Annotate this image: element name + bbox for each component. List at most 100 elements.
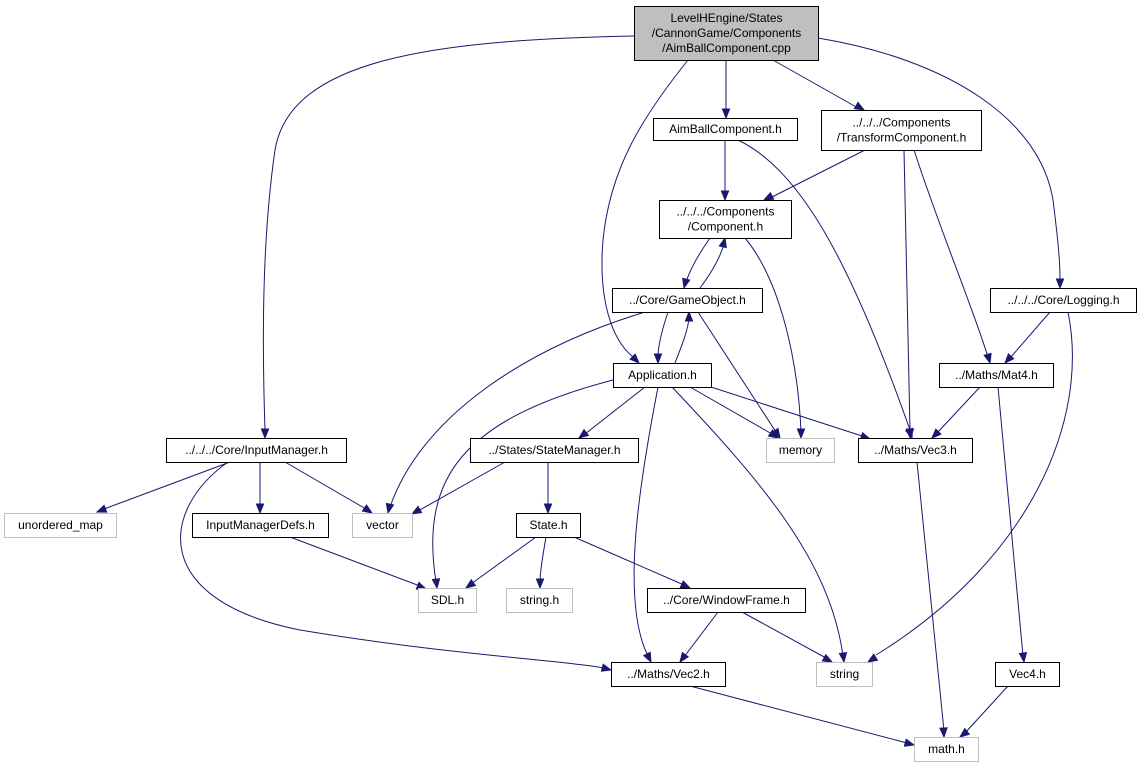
- edge-line: [689, 685, 908, 744]
- node-box: [166, 438, 347, 463]
- edge-inputmanager-h-to-vec2-h: [180, 461, 613, 672]
- edge-line: [685, 237, 711, 283]
- edge-line: [737, 139, 911, 431]
- edge-line: [683, 611, 719, 658]
- edge-arrowhead: [939, 727, 948, 739]
- edge-line: [432, 379, 614, 583]
- edge-aimball-h-to-component-h: [720, 140, 730, 202]
- node-label: ../../../Core/Logging.h: [1007, 293, 1119, 307]
- node-root[interactable]: LevelHEngine/States/CannonGame/Component…: [634, 6, 819, 61]
- edge-line: [103, 461, 231, 510]
- node-inputmanagerdefs-h[interactable]: InputManagerDefs.h: [192, 513, 329, 538]
- node-label: InputManagerDefs.h: [206, 518, 315, 532]
- edge-line: [964, 685, 1009, 734]
- node-label: AimBallComponent.h: [669, 122, 782, 136]
- node-vec3-h[interactable]: ../Maths/Vec3.h: [858, 438, 973, 463]
- node-sdl-h: SDL.h: [418, 588, 477, 613]
- node-box: [516, 513, 581, 538]
- node-logging-h[interactable]: ../../../Core/Logging.h: [990, 288, 1137, 313]
- edge-arrowhead: [958, 727, 971, 738]
- node-box: [613, 363, 712, 388]
- edge-arrowhead: [762, 191, 775, 201]
- edge-root-to-logging-h: [817, 37, 1065, 290]
- edge-arrowhead: [684, 310, 694, 322]
- edge-application-h-to-statemanager-h: [577, 386, 646, 439]
- node-label: State.h: [529, 518, 567, 532]
- edge-arrowhead: [642, 651, 652, 664]
- edge-inputmanager-h-to-inputmanagerdefs-h: [255, 462, 265, 515]
- edge-windowframe-h-to-string: [741, 611, 834, 663]
- node-box: [914, 737, 979, 762]
- node-box: [766, 438, 835, 463]
- node-state-h[interactable]: State.h: [516, 513, 581, 538]
- edge-logging-h-to-mat4-h: [1004, 311, 1051, 364]
- node-box: [612, 288, 763, 313]
- node-label: memory: [779, 443, 822, 457]
- edge-line: [601, 59, 689, 358]
- node-component-h[interactable]: ../../../Components/Component.h: [659, 200, 792, 239]
- node-statemanager-h[interactable]: ../States/StateManager.h: [470, 438, 639, 463]
- node-gameobject-h[interactable]: ../Core/GameObject.h: [612, 288, 763, 313]
- edge-application-h-to-memory: [689, 386, 780, 439]
- edge-transform-h-to-mat4-h: [913, 149, 992, 365]
- edge-windowframe-h-to-vec2-h: [679, 611, 719, 664]
- node-box: [418, 588, 477, 613]
- nodes-layer: LevelHEngine/States/CannonGame/Component…: [4, 6, 1137, 762]
- node-label: ../States/StateManager.h: [488, 443, 620, 457]
- node-transform-h[interactable]: ../../../Components/TransformComponent.h: [821, 110, 982, 151]
- node-label: ../../../Components: [676, 205, 774, 219]
- edge-transform-h-to-vec3-h: [903, 149, 915, 440]
- edge-logging-h-to-string: [866, 311, 1073, 663]
- edge-arrowhead: [720, 190, 730, 202]
- edge-arrowhead: [679, 580, 692, 589]
- edge-line: [289, 536, 421, 587]
- node-windowframe-h[interactable]: ../Core/WindowFrame.h: [647, 588, 806, 613]
- edge-line: [913, 149, 989, 358]
- node-aimball-h[interactable]: AimBallComponent.h: [653, 118, 798, 141]
- edge-line: [697, 311, 777, 433]
- node-box: [470, 438, 639, 463]
- edge-line: [699, 243, 725, 289]
- node-vec2-h[interactable]: ../Maths/Vec2.h: [611, 662, 726, 687]
- node-label: string: [830, 667, 859, 681]
- edge-transform-h-to-component-h: [762, 149, 866, 201]
- edge-arrowhead: [796, 428, 806, 440]
- edge-arrowhead: [361, 504, 374, 514]
- edge-arrowhead: [838, 652, 848, 664]
- edge-arrowhead: [679, 651, 690, 664]
- node-label: Application.h: [628, 368, 697, 382]
- edge-vec4-h-to-math-h: [958, 685, 1009, 738]
- edge-arrowhead: [431, 578, 441, 590]
- edge-line: [389, 311, 646, 508]
- edge-line: [916, 461, 945, 732]
- edge-root-to-transform-h: [772, 59, 866, 111]
- edge-inputmanager-h-to-vector: [284, 461, 374, 514]
- node-vec4-h[interactable]: Vec4.h: [995, 662, 1060, 687]
- node-box: [990, 288, 1137, 313]
- edge-line: [997, 386, 1024, 657]
- edge-statemanager-h-to-vector: [410, 461, 506, 515]
- edge-mat4-h-to-vec3-h: [931, 386, 981, 439]
- node-box: [506, 588, 573, 613]
- node-inputmanager-h[interactable]: ../../../Core/InputManager.h: [166, 438, 347, 463]
- edge-state-h-to-string-h: [535, 536, 547, 590]
- node-box: [634, 6, 819, 61]
- node-box: [352, 513, 413, 538]
- edge-arrowhead: [255, 503, 265, 515]
- edge-arrowhead: [543, 503, 553, 515]
- edge-application-h-to-string: [671, 386, 848, 664]
- node-mat4-h[interactable]: ../Maths/Mat4.h: [939, 363, 1054, 388]
- edge-line: [936, 386, 981, 434]
- edge-arrowhead: [410, 505, 423, 515]
- edge-line: [689, 386, 773, 435]
- edge-line: [573, 536, 685, 586]
- edge-application-h-to-sdl-h: [431, 379, 614, 590]
- node-box: [659, 200, 792, 239]
- node-box: [858, 438, 973, 463]
- node-application-h[interactable]: Application.h: [613, 363, 712, 388]
- node-label: ../Maths/Vec2.h: [627, 667, 710, 681]
- edge-aimball-h-to-vec3-h: [737, 139, 914, 440]
- edge-statemanager-h-to-state-h: [543, 462, 553, 515]
- edge-arrowhead: [1004, 353, 1015, 364]
- node-label: vector: [366, 518, 399, 532]
